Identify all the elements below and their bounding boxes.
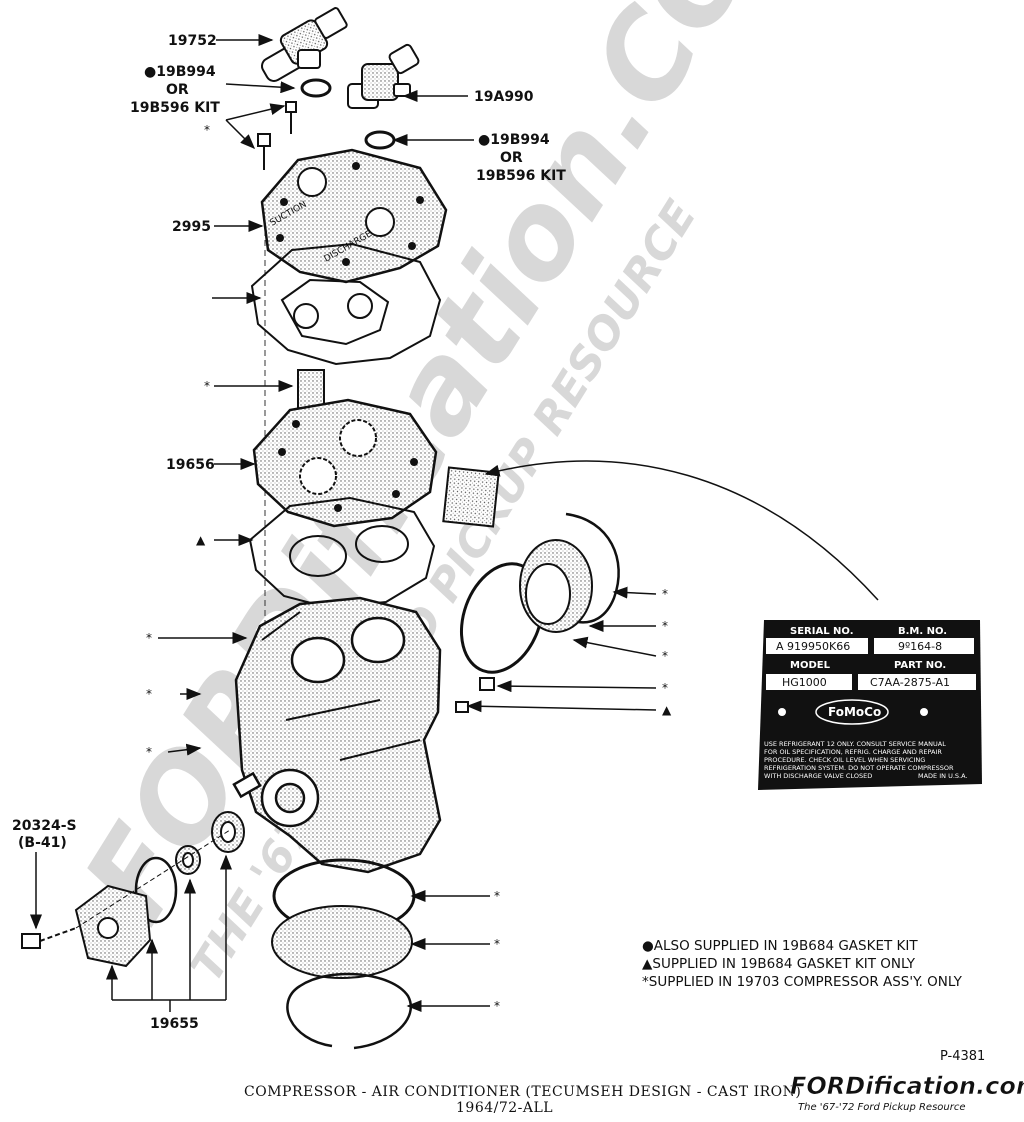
plate-bm-header: B.M. NO. — [898, 626, 947, 637]
plate-serial-value: A 919950K66 — [776, 640, 850, 653]
o-ring-side — [459, 562, 545, 674]
asterisk-snap-ring: * — [662, 587, 668, 601]
caption-line-1: COMPRESSOR - AIR CONDITIONER (TECUMSEH D… — [244, 1084, 801, 1100]
plate-part-header: PART NO. — [894, 660, 946, 671]
label-19656: 19656 — [166, 457, 215, 473]
legend: ●ALSO SUPPLIED IN 19B684 GASKET KIT ▲SUP… — [642, 938, 963, 990]
bottom-snap-ring — [286, 972, 413, 1050]
name-plate-small — [442, 466, 500, 528]
triangle-gasket: ▲ — [196, 533, 206, 547]
plate-notice-2: FOR OIL SPECIFICATION, REFRIG. CHARGE AN… — [764, 748, 942, 756]
plate-serial-header: SERIAL NO. — [790, 626, 854, 637]
brand-tagline: The '67-'72 Ford Pickup Resource — [798, 1102, 966, 1113]
label-kit-b: 19B596 KIT — [476, 168, 566, 184]
label-or-a: OR — [166, 82, 189, 98]
asterisk-cover: * — [662, 619, 668, 633]
brand-name: FORDification.com — [790, 1072, 1024, 1100]
seal-ring-top-left — [300, 78, 332, 98]
plate-fomoco-logo: FoMoCo — [828, 705, 881, 719]
plate-part-value: C7AA-2875-A1 — [870, 676, 950, 689]
legend-line-2: ▲SUPPLIED IN 19B684 GASKET KIT ONLY — [642, 956, 916, 972]
brand-logo: FORDification.com The '67-'72 Ford Picku… — [790, 1072, 1024, 1113]
asterisk-bolts: * — [204, 123, 210, 137]
plate-notice-4: REFRIGERATION SYSTEM. DO NOT OPERATE COM… — [764, 764, 954, 772]
compressor-body — [232, 596, 442, 874]
asterisk-bottom-ring: * — [494, 889, 500, 903]
asterisk-oring: * — [662, 649, 668, 663]
label-19b994-b: ●19B994 — [478, 132, 550, 148]
part-labels: 19752 ●19B994 OR 19B596 KIT 19A990 ●19B9… — [12, 33, 672, 1032]
service-valve-19752 — [261, 7, 348, 82]
label-or-b: OR — [500, 150, 523, 166]
label-20324s: 20324-S — [12, 818, 77, 834]
bolts-small — [257, 101, 297, 170]
bracket-19655 — [106, 854, 232, 1012]
seal-ring-top-right — [364, 130, 396, 150]
plate-made-in: MADE IN U.S.A. — [918, 772, 968, 780]
plate-model-value: HG1000 — [782, 676, 827, 689]
asterisk-screen: * — [204, 379, 210, 393]
asterisk-bottom-snap: * — [494, 999, 500, 1013]
label-19b994-a: ●19B994 — [144, 64, 216, 80]
asterisk-body: * — [146, 631, 152, 645]
triangle-fitting: ▲ — [662, 703, 672, 717]
plate-notice-5: WITH DISCHARGE VALVE CLOSED — [764, 772, 872, 780]
asterisk-bottom-plate: * — [494, 937, 500, 951]
lower-gasket — [248, 496, 436, 610]
head-gasket — [250, 242, 442, 366]
label-b41: (B-41) — [18, 835, 67, 851]
leader-lines — [30, 34, 879, 1012]
service-valve-19a990 — [347, 43, 420, 109]
serial-plate: SERIAL NO. B.M. NO. A 919950K66 9º164-8 … — [758, 620, 982, 790]
side-cover — [519, 539, 593, 633]
bottom-plate — [271, 905, 413, 979]
asterisk-key: * — [146, 745, 152, 759]
label-kit-a: 19B596 KIT — [130, 100, 220, 116]
label-19752: 19752 — [168, 33, 217, 49]
label-2995: 2995 — [172, 219, 211, 235]
fittings-side — [455, 677, 495, 713]
asterisk-body-2: * — [146, 687, 152, 701]
valve-plate-19656 — [252, 369, 438, 528]
plate-notice-1: USE REFRIGERANT 12 ONLY. CONSULT SERVICE… — [764, 740, 946, 748]
figure-id: P-4381 — [940, 1049, 985, 1064]
legend-line-1: ●ALSO SUPPLIED IN 19B684 GASKET KIT — [642, 938, 918, 954]
legend-line-3: *SUPPLIED IN 19703 COMPRESSOR ASS'Y. ONL… — [642, 974, 963, 990]
caption-line-2: 1964/72-ALL — [456, 1100, 553, 1116]
plate-notice-3: PROCEDURE. CHECK OIL LEVEL WHEN SERVICIN… — [764, 756, 925, 764]
plate-bm-value: 9º164-8 — [898, 640, 942, 653]
label-19655: 19655 — [150, 1016, 199, 1032]
label-19a990: 19A990 — [474, 89, 534, 105]
asterisk-fitting: * — [662, 681, 668, 695]
plate-model-header: MODEL — [790, 660, 831, 671]
